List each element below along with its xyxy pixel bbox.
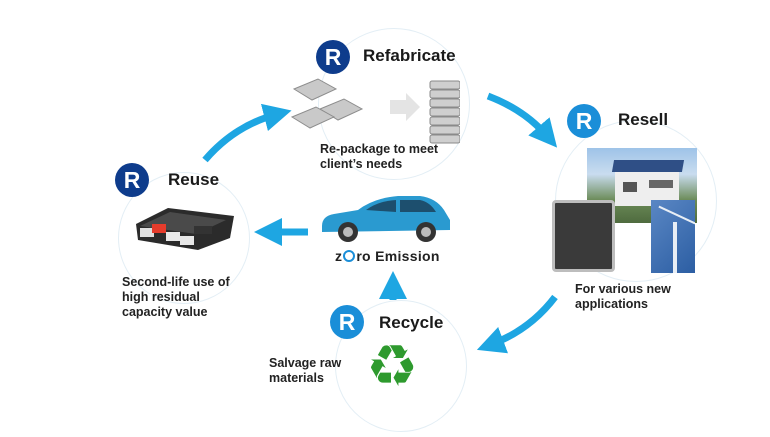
refabricate-caption: Re-package to meet client’s needs — [320, 142, 438, 172]
reuse-title: Reuse — [168, 170, 220, 189]
refabricate-ring — [318, 28, 470, 180]
recycle-badge: R — [330, 305, 364, 339]
zero-emission-z: z — [335, 248, 343, 264]
resell-title: Resell — [618, 110, 669, 129]
recycle-caption-line-1: Salvage raw — [269, 356, 342, 370]
resell-caption: For various new applications — [575, 282, 671, 312]
recycle-title: Recycle — [379, 313, 444, 332]
recycle-caption: Salvage raw materials — [269, 356, 341, 386]
reuse-badge: R — [115, 163, 149, 197]
resell-caption-line-1: For various new — [575, 282, 671, 296]
resell-caption-line-2: applications — [575, 297, 648, 311]
resell-image — [552, 148, 708, 273]
battery-pack-image — [136, 208, 234, 250]
wind-turbine-photo — [651, 200, 695, 273]
zero-emission-o-icon — [343, 250, 356, 262]
battery-modules-image — [290, 78, 460, 144]
refabricate-badge: R — [316, 40, 350, 74]
refabricate-caption-line-2: client’s needs — [320, 157, 403, 171]
electric-car-image — [322, 196, 450, 242]
storage-unit — [552, 200, 615, 272]
reuse-caption-line-1: Second-life use of — [122, 275, 230, 289]
refabricate-title: Refabricate — [363, 46, 456, 65]
arrow-reuse-to-refabricate — [202, 103, 292, 163]
reuse-caption-line-3: capacity value — [122, 305, 208, 319]
zero-emission-logo: z ro Emission — [335, 248, 440, 264]
zero-emission-rest: ro Emission — [356, 248, 440, 264]
resell-badge: R — [567, 104, 601, 138]
arrow-resell-to-recycle — [476, 294, 558, 354]
refabricate-caption-line-1: Re-package to meet — [320, 142, 439, 156]
reuse-caption: Second-life use of high residual capacit… — [122, 275, 230, 320]
recycle-icon: ♻ — [366, 332, 418, 400]
recycle-caption-line-2: materials — [269, 371, 324, 385]
reuse-caption-line-2: high residual — [122, 290, 200, 304]
recycle-ring — [335, 300, 467, 432]
arrow-refabricate-to-resell — [486, 92, 558, 148]
reuse-ring — [118, 172, 250, 304]
